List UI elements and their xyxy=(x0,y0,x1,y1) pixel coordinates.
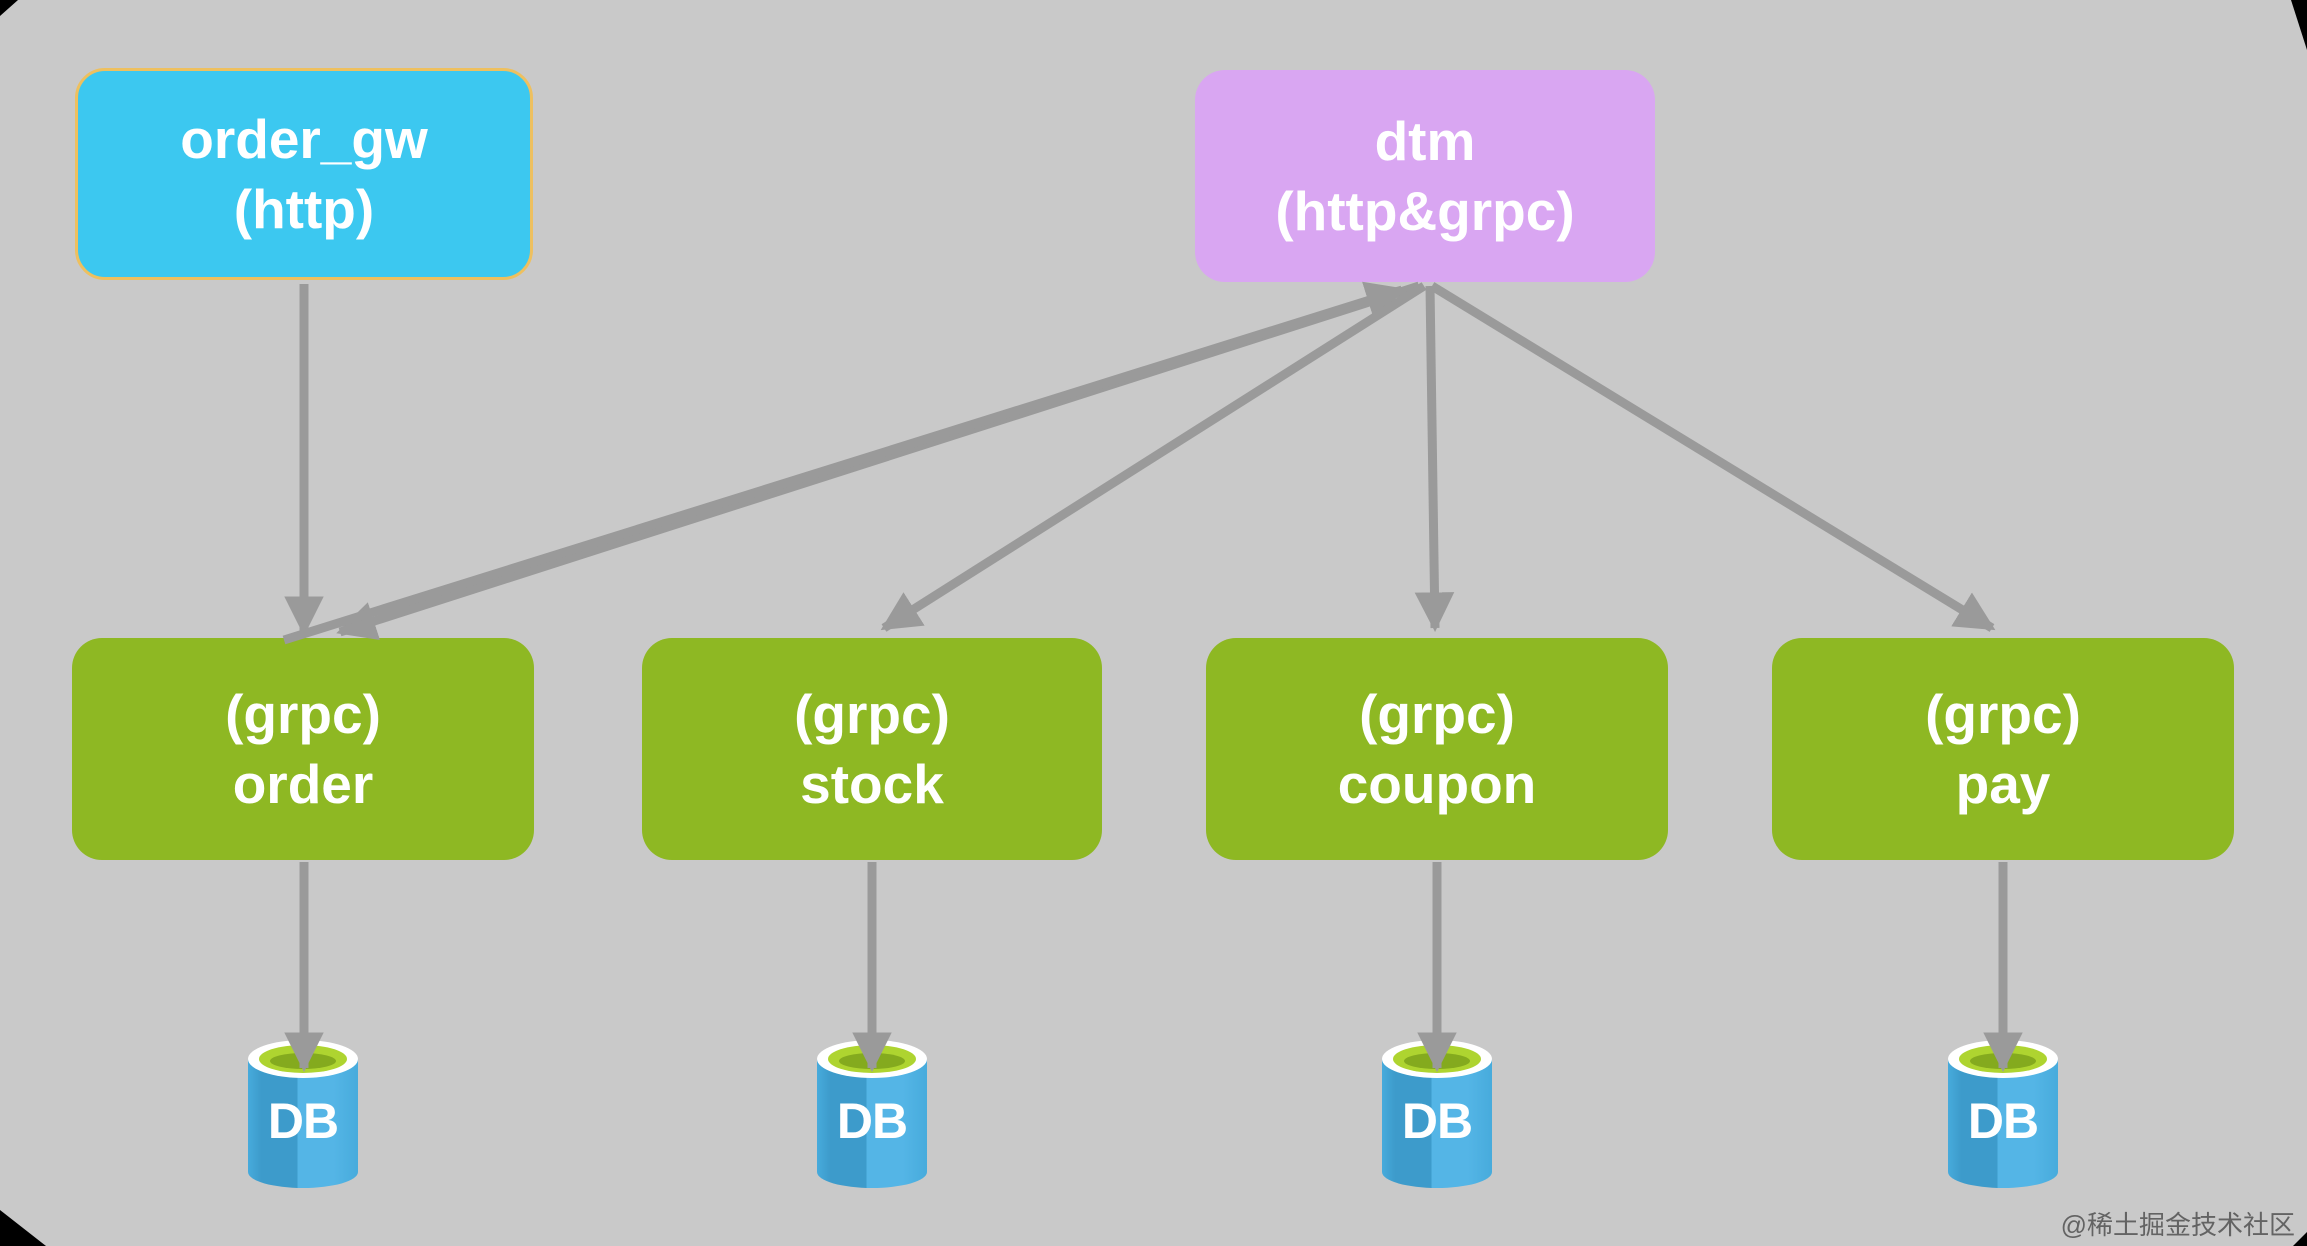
db-cylinder-top-inner xyxy=(839,1053,905,1069)
db-label: DB xyxy=(836,1093,908,1149)
node-order-gw-protocol: (http) xyxy=(233,178,375,240)
db-cylinder-body xyxy=(817,1059,927,1188)
node-dtm-protocol: (http&grpc) xyxy=(1275,180,1575,242)
database-cylinder-coupon: DB xyxy=(1382,1040,1492,1190)
db-cylinder-top-inner xyxy=(1404,1053,1470,1069)
node-stock-protocol: (grpc) xyxy=(794,682,950,745)
edge-dtm-to-stock xyxy=(880,282,1427,632)
node-pay-service: (grpc) pay xyxy=(1772,638,2234,860)
watermark: @稀土掘金技术社区 xyxy=(2060,1210,2295,1240)
node-order-gw: order_gw (http) xyxy=(75,68,533,280)
database-cylinder-pay: DB xyxy=(1948,1040,2058,1190)
photo-edge-artifact-bottom-left xyxy=(0,1210,46,1246)
edge-order-to-dtm xyxy=(282,281,1406,645)
photo-edge-artifact-top-right xyxy=(2291,0,2307,50)
edge-dtm-to-pay xyxy=(1429,282,1996,632)
db-cylinder-body xyxy=(1382,1059,1492,1188)
node-coupon-service: (grpc) coupon xyxy=(1206,638,1668,860)
node-pay-name: pay xyxy=(1955,753,2051,815)
photo-edge-artifact-bottom-right xyxy=(2293,1232,2307,1246)
db-cylinder-top-inner xyxy=(1970,1053,2036,1069)
db-cylinder-body xyxy=(1948,1059,2058,1188)
database-cylinder-stock: DB xyxy=(817,1040,927,1190)
edge-dtm-to-order xyxy=(336,281,1421,640)
db-cylinder-top-inner xyxy=(270,1053,336,1069)
node-order-service: (grpc) order xyxy=(72,638,534,860)
node-coupon-name: coupon xyxy=(1337,753,1537,815)
node-stock-name: stock xyxy=(800,753,944,815)
node-dtm: dtm (http&grpc) xyxy=(1195,70,1655,282)
node-order-gw-name: order_gw xyxy=(180,107,428,170)
db-cylinder-body xyxy=(248,1059,358,1188)
db-label: DB xyxy=(1967,1093,2039,1149)
db-label: DB xyxy=(267,1093,339,1149)
photo-edge-artifact-top-left xyxy=(0,0,18,16)
node-order-name: order xyxy=(232,753,374,815)
db-label: DB xyxy=(1401,1093,1473,1149)
node-stock-service: (grpc) stock xyxy=(642,638,1102,860)
node-coupon-protocol: (grpc) xyxy=(1359,682,1515,745)
node-pay-protocol: (grpc) xyxy=(1925,682,2081,745)
node-order-protocol: (grpc) xyxy=(225,682,381,745)
database-cylinder-order: DB xyxy=(248,1040,358,1190)
node-dtm-name: dtm xyxy=(1374,109,1476,172)
edge-dtm-to-coupon xyxy=(1414,285,1455,632)
